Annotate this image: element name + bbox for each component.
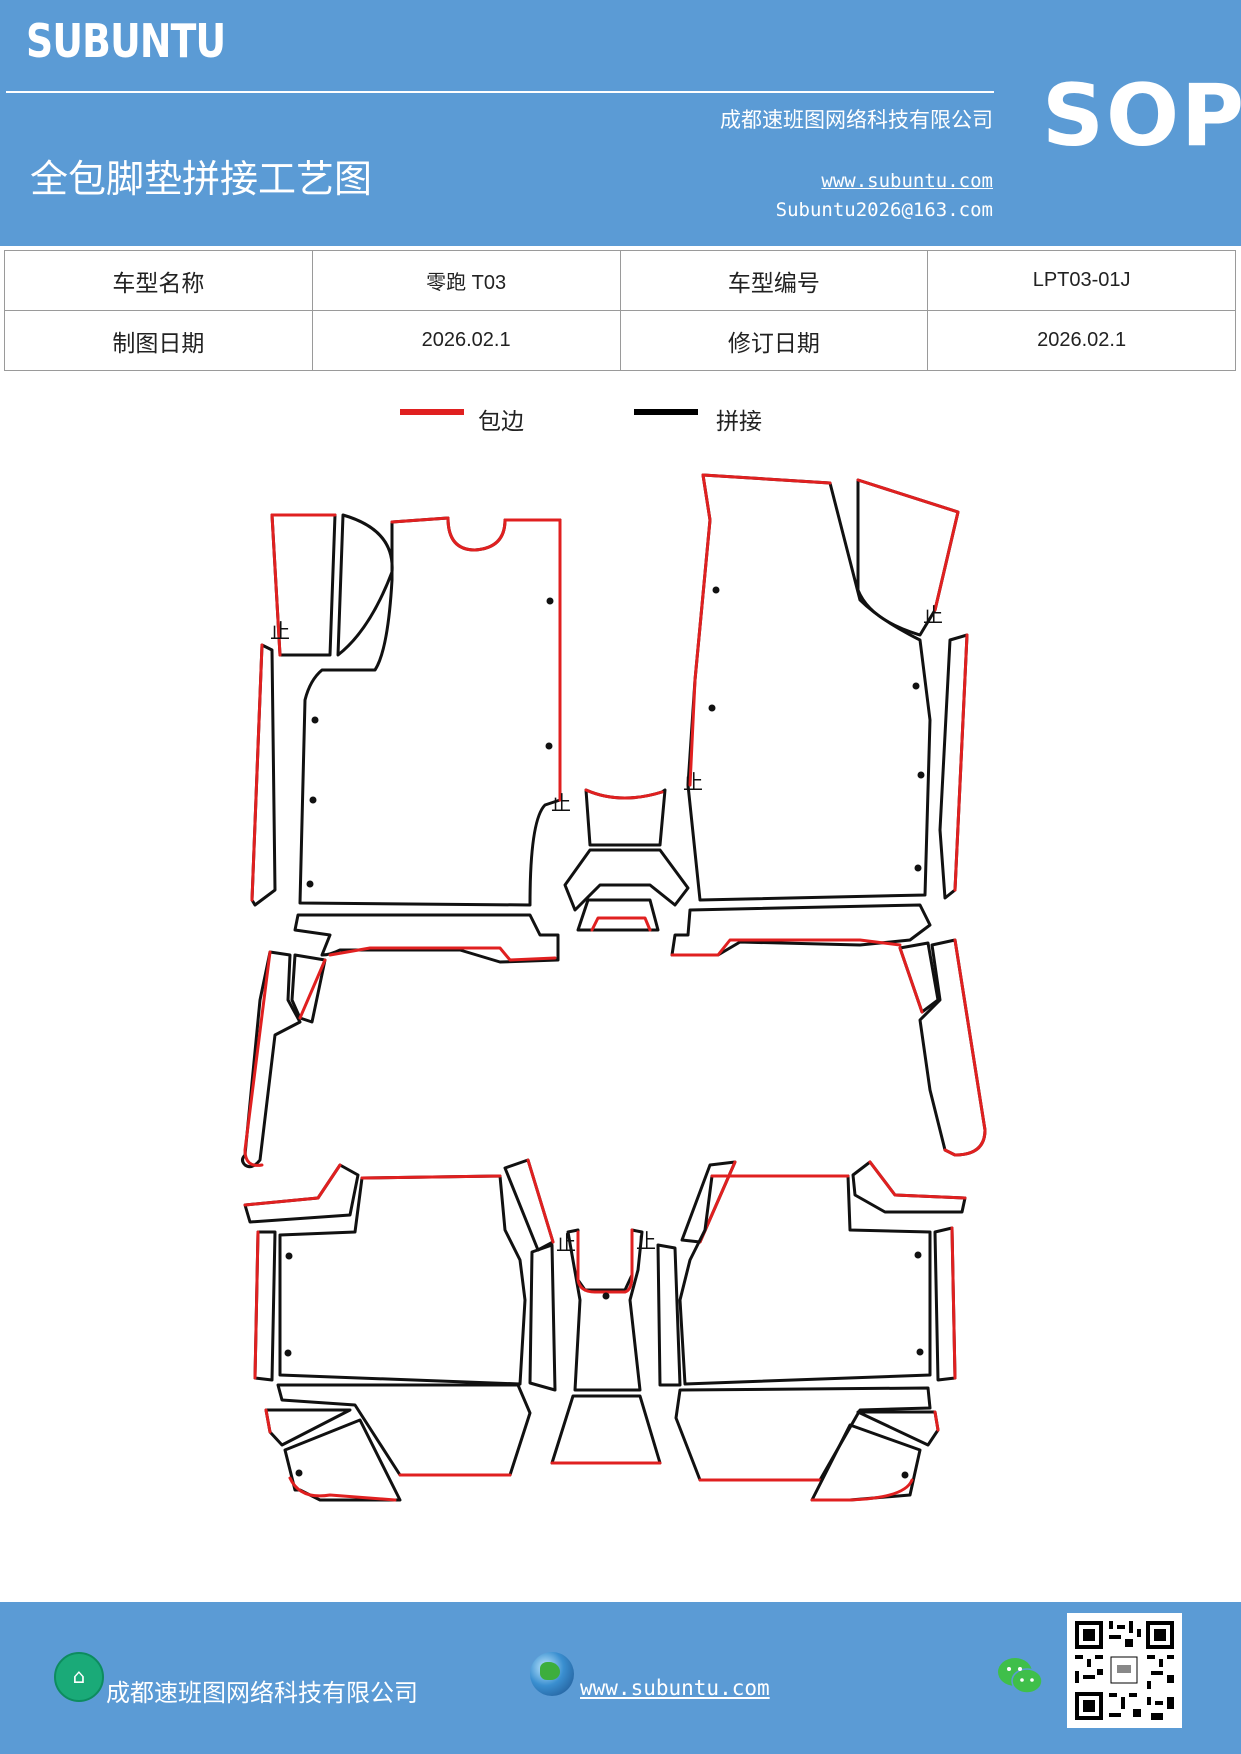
vehicle-info-table: 车型名称 零跑 T03 车型编号 LPT03-01J 制图日期 2026.02.… xyxy=(4,250,1236,371)
revision-date-label: 修订日期 xyxy=(619,310,929,371)
mat-piece xyxy=(851,1160,967,1214)
header-website-link[interactable]: www.subuntu.com xyxy=(821,170,993,192)
qr-code xyxy=(1067,1613,1182,1728)
mat-piece xyxy=(293,913,560,964)
sop-badge: SOP xyxy=(1042,66,1241,166)
table-row: 制图日期 2026.02.1 修订日期 2026.02.1 xyxy=(4,310,1236,371)
seam-stop-mark: 止 xyxy=(923,603,943,627)
footer-website-link[interactable]: www.subuntu.com xyxy=(580,1676,770,1700)
mat-piece xyxy=(528,1243,557,1392)
model-code-value: LPT03-01J xyxy=(927,250,1236,311)
page-title: 全包脚垫拼接工艺图 xyxy=(30,157,373,201)
globe-icon xyxy=(530,1652,574,1696)
model-code-label: 车型编号 xyxy=(619,250,929,311)
building-icon: ⌂ xyxy=(54,1652,104,1702)
mat-piece xyxy=(283,1418,402,1502)
mat-piece xyxy=(918,938,987,1157)
legend: 包边 拼接 xyxy=(0,400,1241,440)
table-row: 车型名称 零跑 T03 车型编号 LPT03-01J xyxy=(4,250,1236,311)
mat-piece xyxy=(856,1410,940,1447)
mat-piece xyxy=(276,1383,532,1477)
mat-piece xyxy=(670,903,932,957)
driver-mat xyxy=(298,516,562,907)
header-divider xyxy=(6,91,994,93)
mat-piece xyxy=(576,898,660,932)
mat-piece xyxy=(290,953,327,1024)
model-name-label: 车型名称 xyxy=(4,250,313,311)
mat-piece xyxy=(656,1243,682,1387)
mat-piece xyxy=(503,1158,555,1252)
mat-piece xyxy=(550,1394,662,1465)
mat-piece xyxy=(938,633,969,900)
legend-join-label: 拼接 xyxy=(716,409,762,435)
header-banner: SUBUNTU 成都速班图网络科技有限公司 全包脚垫拼接工艺图 www.subu… xyxy=(0,0,1241,246)
legend-join-swatch xyxy=(634,409,698,415)
footer-company: 成都速班图网络科技有限公司 xyxy=(106,1679,418,1707)
rear-right-mat-group xyxy=(656,1160,967,1502)
header-company: 成都速班图网络科技有限公司 xyxy=(720,108,993,132)
header-email[interactable]: Subuntu2026@163.com xyxy=(775,199,993,221)
mat-piece xyxy=(563,848,690,912)
rear-right-mat xyxy=(678,1174,932,1386)
front-left-mat-group xyxy=(250,513,562,964)
rear-center-group xyxy=(550,1228,662,1465)
footer-banner: ⌂ 成都速班图网络科技有限公司 www.subuntu.com xyxy=(0,1602,1241,1754)
mat-piece xyxy=(336,513,394,657)
model-name-value: 零跑 T03 xyxy=(311,250,621,311)
mat-piece xyxy=(241,950,302,1169)
mat-piece xyxy=(243,1163,360,1224)
side-strips-group xyxy=(241,938,987,1169)
brand-logo: SUBUNTU xyxy=(26,14,226,68)
front-right-mat-group xyxy=(670,473,969,957)
rear-left-mat xyxy=(278,1174,527,1386)
seam-stop-mark: 止 xyxy=(636,1229,656,1253)
mat-piece xyxy=(674,1386,932,1482)
legend-edge-label: 包边 xyxy=(478,409,524,435)
revision-date-value: 2026.02.1 xyxy=(927,310,1236,371)
rear-left-mat-group xyxy=(243,1158,557,1502)
seam-stop-mark: 止 xyxy=(556,1231,576,1255)
passenger-mat xyxy=(686,473,932,902)
floor-mat-diagram: 止 止 止 止 止 止 xyxy=(241,473,987,1502)
center-tunnel-front-group xyxy=(563,788,690,932)
legend-edge-swatch xyxy=(400,409,464,415)
seam-stop-mark: 止 xyxy=(270,619,290,643)
seam-stop-mark: 止 xyxy=(683,770,703,794)
seam-stop-mark: 止 xyxy=(551,791,571,815)
wechat-icon[interactable] xyxy=(996,1654,1044,1698)
draw-date-value: 2026.02.1 xyxy=(311,310,621,371)
draw-date-label: 制图日期 xyxy=(4,310,313,371)
mat-piece xyxy=(856,478,960,637)
